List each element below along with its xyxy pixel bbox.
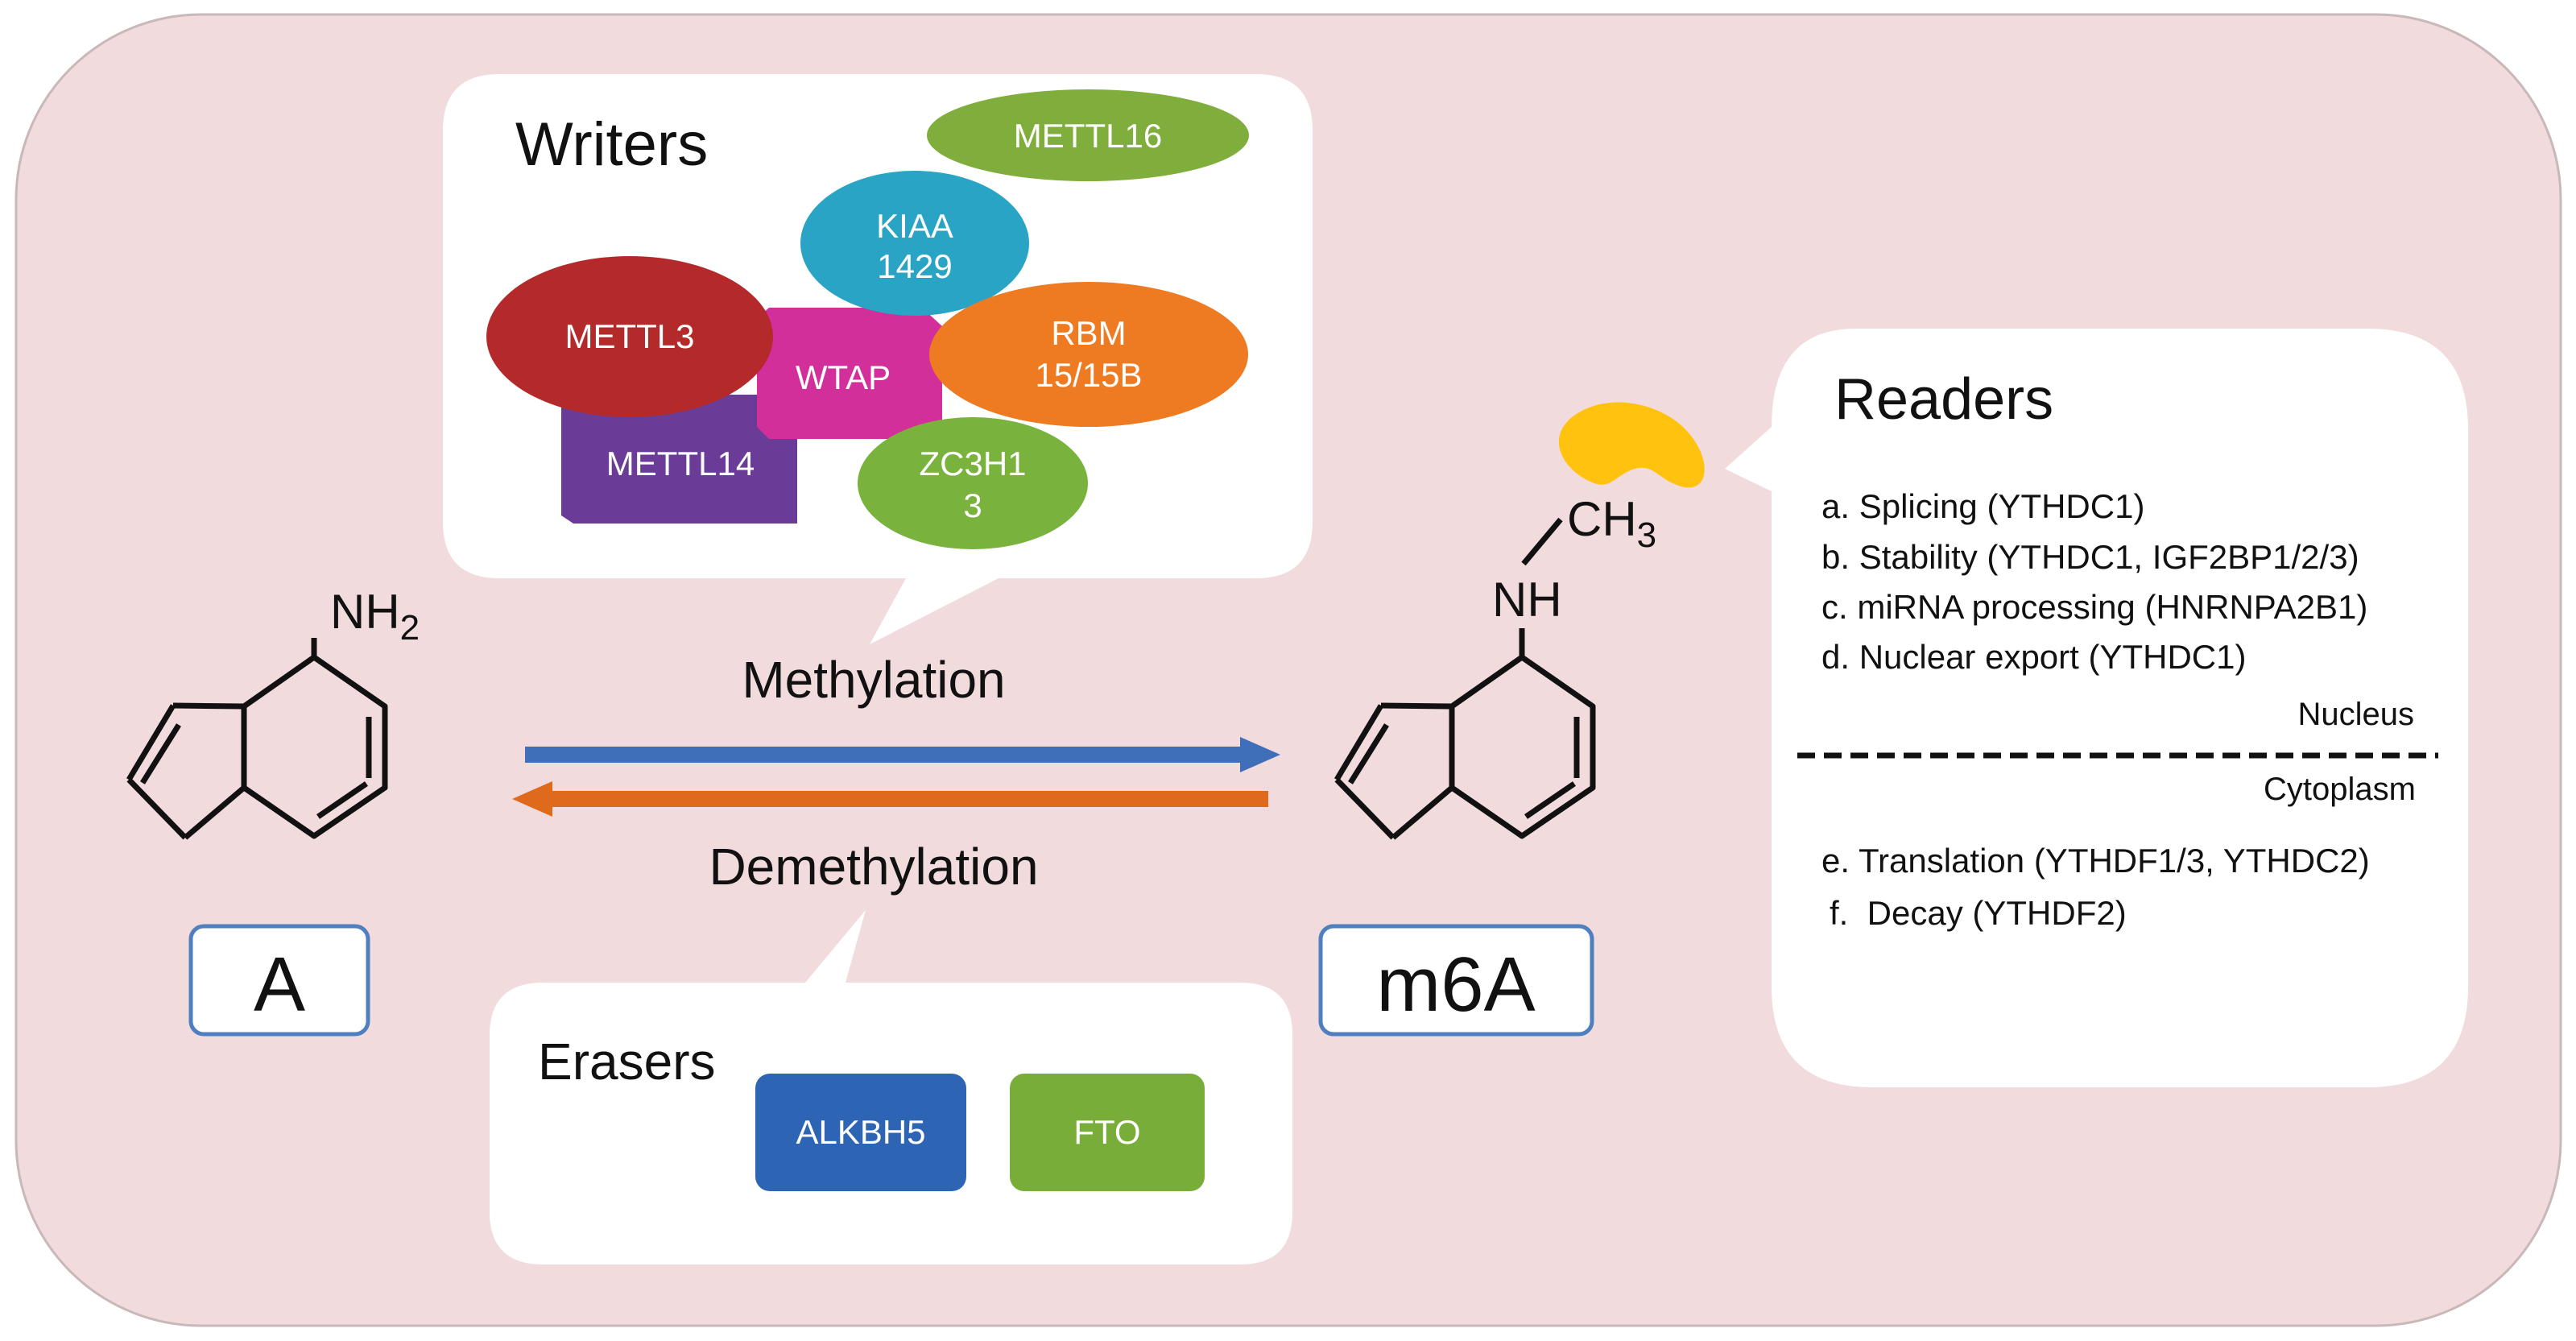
- protein-mettl16: [927, 89, 1249, 181]
- protein-rbm15: [929, 282, 1248, 427]
- demethylation-arrowhead: [512, 781, 552, 817]
- protein-rbm15-label1: RBM: [1051, 314, 1126, 352]
- reader-item-a: a. Splicing (YTHDC1): [1821, 487, 2144, 525]
- protein-zc3h13-label2: 3: [963, 486, 982, 524]
- label-box-m6a: [1318, 924, 1594, 1037]
- writers-bubble: Writers METTL16 METTL14 WTAP KIAA 1429 M…: [443, 74, 1313, 644]
- methylation-label: Methylation: [742, 651, 1005, 709]
- protein-rbm15-label2: 15/15B: [1035, 356, 1142, 394]
- molecule-m6a-structure: [1333, 517, 1596, 840]
- molecule-a-amine: NH2: [330, 585, 420, 648]
- protein-alkbh5: [755, 1074, 966, 1191]
- readers-title: Readers: [1834, 367, 2053, 432]
- protein-wtap-label: WTAP: [796, 358, 891, 396]
- label-a: A: [254, 942, 305, 1028]
- erasers-bubble: Erasers ALKBH5 FTO: [490, 910, 1292, 1264]
- protein-zc3h13-label1: ZC3H1: [919, 445, 1026, 482]
- protein-fto-label: FTO: [1073, 1113, 1140, 1151]
- label-box-a: [188, 924, 370, 1037]
- protein-mettl3-label: METTL3: [564, 317, 694, 355]
- protein-alkbh5-label: ALKBH5: [796, 1113, 925, 1151]
- erasers-title: Erasers: [538, 1033, 716, 1091]
- reader-item-f: f. Decay (YTHDF2): [1830, 894, 2127, 932]
- readers-bubble: Readers a. Splicing (YTHDC1) b. Stabilit…: [1725, 329, 2468, 1087]
- reader-item-d: d. Nuclear export (YTHDC1): [1821, 638, 2246, 676]
- protein-mettl14: [561, 395, 797, 524]
- reader-item-b: b. Stability (YTHDC1, IGF2BP1/2/3): [1821, 538, 2359, 576]
- reader-protein-shape: [1558, 402, 1705, 488]
- label-m6a: m6A: [1376, 942, 1535, 1028]
- demethylation-label: Demethylation: [709, 838, 1038, 896]
- protein-mettl16-label: METTL16: [1014, 117, 1162, 155]
- molecule-m6a-amine: NH: [1492, 573, 1562, 627]
- reaction-arrows: Methylation Demethylation: [512, 651, 1280, 896]
- methylation-arrowhead: [1240, 737, 1280, 772]
- reader-item-e: e. Translation (YTHDF1/3, YTHDC2): [1821, 842, 2370, 880]
- protein-kiaa1429-label1: KIAA: [876, 207, 953, 245]
- reader-item-c: c. miRNA processing (HNRNPA2B1): [1821, 588, 2367, 626]
- cytoplasm-label: Cytoplasm: [2264, 772, 2416, 807]
- molecule-a-structure: [126, 638, 388, 840]
- protein-mettl14-label: METTL14: [606, 445, 755, 482]
- protein-fto: [1010, 1074, 1205, 1191]
- protein-zc3h13: [858, 417, 1088, 549]
- protein-kiaa1429-label2: 1429: [877, 247, 952, 285]
- protein-wtap: [757, 308, 942, 439]
- nucleus-label: Nucleus: [2297, 697, 2414, 732]
- writers-title: Writers: [515, 110, 708, 179]
- protein-mettl3: [486, 256, 773, 417]
- protein-kiaa1429: [800, 171, 1029, 316]
- molecule-m6a-methyl: CH3: [1567, 492, 1656, 555]
